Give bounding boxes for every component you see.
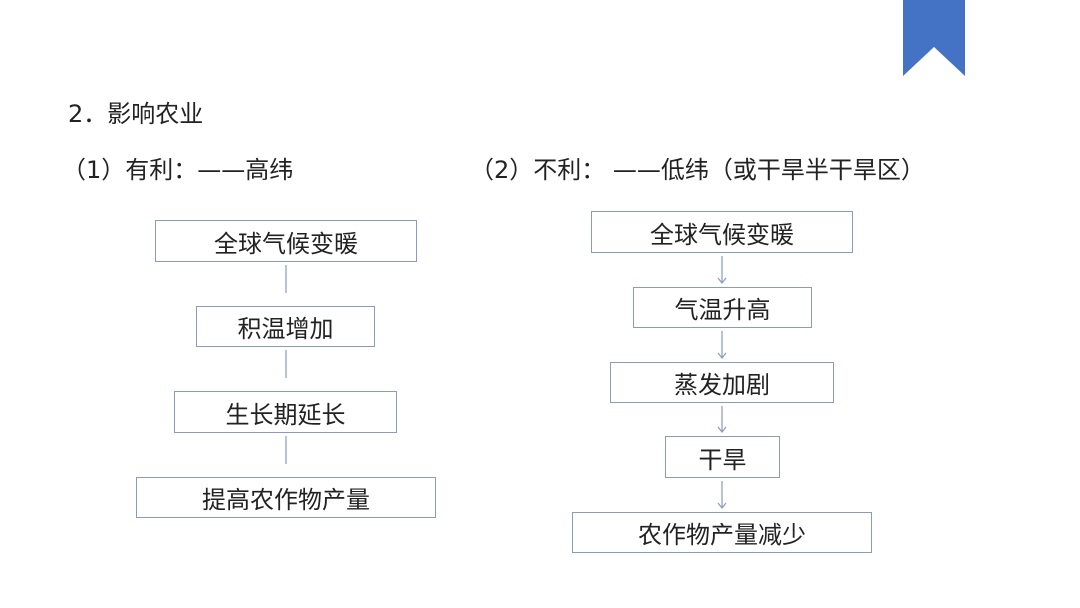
left-step-box: 生长期延长 <box>174 391 397 433</box>
right-step-box: 气温升高 <box>633 287 812 328</box>
right-step-box: 农作物产量减少 <box>572 512 872 553</box>
left-step-box: 积温增加 <box>196 306 375 347</box>
down-arrow-icon <box>717 481 727 509</box>
down-arrow-icon <box>285 436 287 464</box>
down-arrow-icon <box>717 256 727 284</box>
section-title: 2．影响农业 <box>68 100 204 128</box>
right-step-box: 全球气候变暖 <box>591 211 853 253</box>
down-arrow-icon <box>717 406 727 433</box>
down-arrow-icon <box>285 265 287 293</box>
down-arrow-icon <box>717 331 727 359</box>
down-arrow-icon <box>285 350 287 378</box>
right-step-box: 蒸发加剧 <box>610 362 834 403</box>
left-step-box: 全球气候变暖 <box>155 220 417 262</box>
bookmark-ribbon-icon <box>903 0 965 76</box>
left-step-box: 提高农作物产量 <box>136 477 436 518</box>
right-step-box: 干旱 <box>665 436 780 478</box>
left-heading: （1）有利：——高纬 <box>62 156 294 184</box>
right-heading: （2）不利： ——低纬（或干旱半干旱区） <box>470 156 925 184</box>
